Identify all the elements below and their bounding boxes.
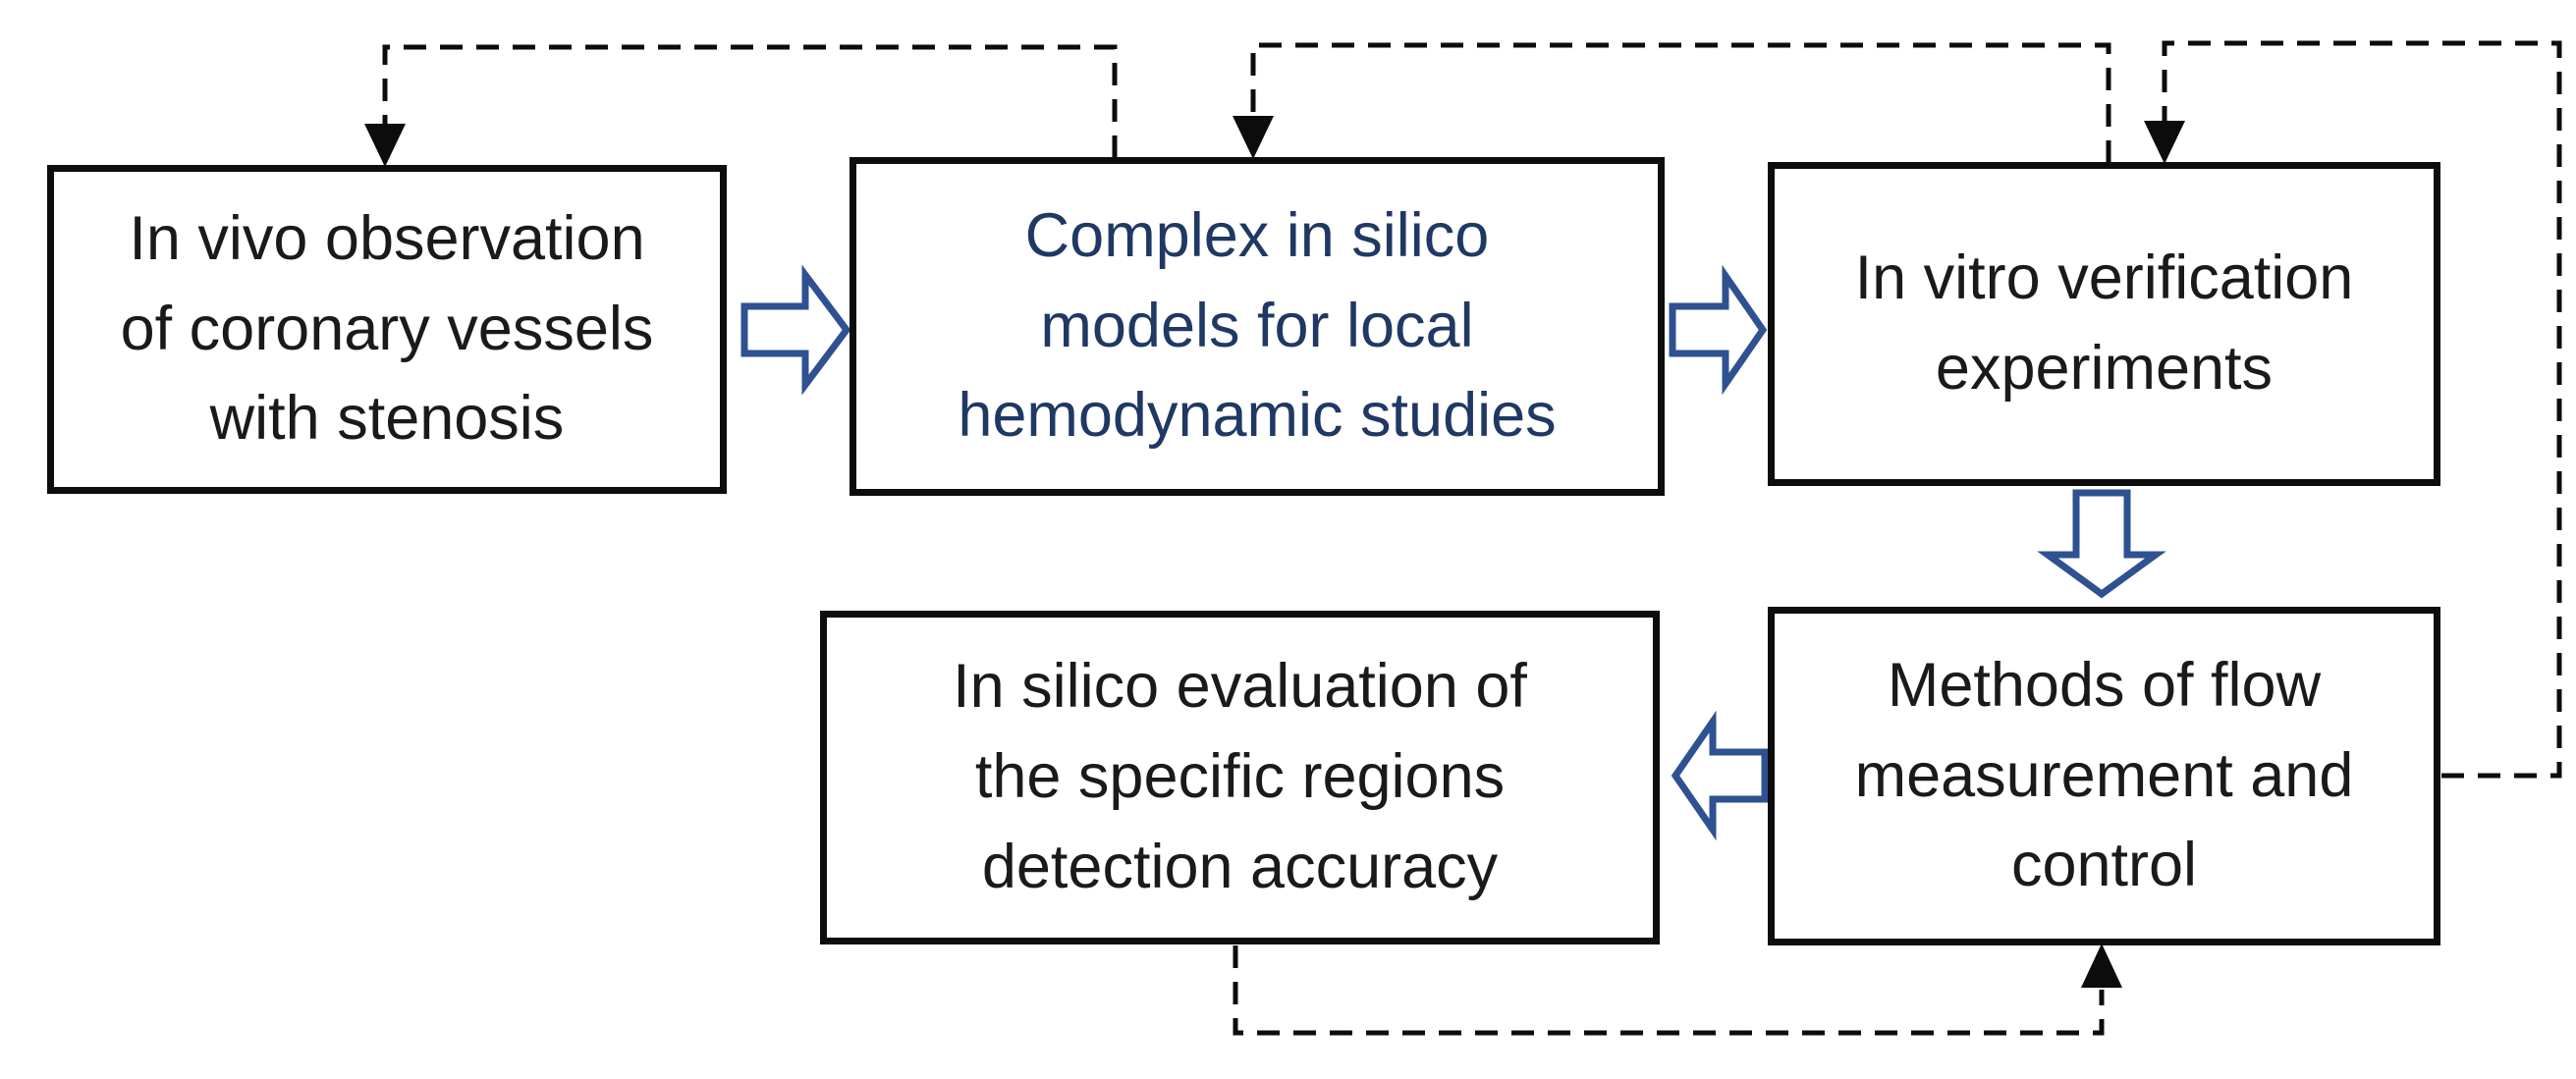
right-arrow-icon <box>1669 264 1768 396</box>
left-arrow-icon <box>1671 710 1769 841</box>
flow-box-in-vitro: In vitro verification experiments <box>1768 162 2440 486</box>
down-arrowhead-icon <box>1233 116 1274 159</box>
right-arrow-icon <box>740 264 851 396</box>
flow-box-label: Complex in silico models for local hemod… <box>958 200 1557 451</box>
down-arrowhead-icon <box>2144 121 2185 164</box>
down-arrowhead-icon <box>364 124 406 167</box>
flow-box-label: In silico evaluation of the specific reg… <box>953 652 1527 901</box>
flow-box-label: In vivo observation of coronary vessels … <box>120 203 654 454</box>
flow-box-in-silico-models: Complex in silico models for local hemod… <box>850 157 1665 496</box>
flow-box-in-vivo: In vivo observation of coronary vessels … <box>47 165 727 494</box>
flow-box-label: Methods of flow measurement and control <box>1854 650 2354 900</box>
down-arrow-icon <box>2037 489 2166 599</box>
feedback-connector-flowmethods-to-invitro <box>2162 40 2562 779</box>
feedback-connector-eval-to-flowmethods <box>1233 945 2105 1036</box>
flow-box-flow-methods: Methods of flow measurement and control <box>1768 607 2440 945</box>
flow-box-in-silico-eval: In silico evaluation of the specific reg… <box>820 611 1660 944</box>
flow-box-label: In vitro verification experiments <box>1854 243 2354 403</box>
up-arrowhead-icon <box>2081 944 2122 988</box>
feedback-connector-models-to-invivo <box>382 44 1118 158</box>
feedback-connector-invitro-to-models <box>1250 42 2111 163</box>
